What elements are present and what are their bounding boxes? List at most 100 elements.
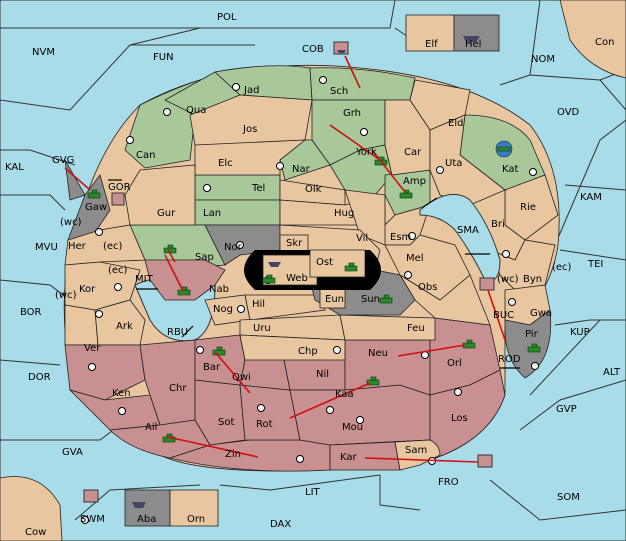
label-sot: Sot	[218, 417, 234, 428]
label-kaa: Kaa	[335, 389, 354, 400]
label-pir: Pir	[525, 329, 539, 340]
sea-borders	[0, 0, 626, 521]
label-wc-2: (wc)	[55, 290, 77, 301]
label-sam: Sam	[405, 445, 427, 456]
province-ver[interactable]	[64, 344, 146, 401]
province-gur[interactable]	[124, 164, 196, 226]
label-hel: Hel	[465, 39, 481, 50]
label-mit: MIT	[135, 274, 154, 285]
label-cob: COB	[302, 44, 324, 55]
province-cow[interactable]	[0, 476, 63, 541]
label-uta: Uta	[445, 158, 462, 169]
label-amp: Amp	[403, 176, 426, 187]
label-gva: GVA	[62, 447, 83, 458]
label-jad: Jad	[243, 85, 259, 96]
label-esm: Esm	[390, 232, 411, 243]
province-elf[interactable]	[405, 14, 455, 52]
label-wc-1: (wc)	[60, 217, 82, 228]
tank-icon	[495, 140, 513, 158]
supply-centers	[81, 76, 539, 524]
label-kat: Kat	[502, 164, 519, 175]
province-ark[interactable]	[94, 299, 146, 346]
label-gwa: Gwa	[530, 308, 552, 319]
label-con: Con	[595, 37, 614, 48]
label-eld: Eld	[448, 118, 463, 129]
province-ver-top[interactable]	[64, 304, 99, 346]
label-kor: Kor	[79, 284, 96, 295]
label-ken: Ken	[112, 388, 131, 399]
label-dor: DOR	[28, 372, 51, 383]
province-feu[interactable]	[339, 314, 436, 341]
label-qua: Qua	[186, 105, 206, 116]
label-rbu: RBU	[167, 327, 188, 338]
label-nab: Nab	[209, 284, 229, 295]
tank-icon	[527, 343, 541, 353]
label-tei: TEI	[587, 259, 603, 270]
label-eun: Eun	[325, 294, 344, 305]
label-kar: Kar	[340, 452, 358, 463]
ship-icon	[83, 489, 99, 503]
label-gor: GOR	[108, 182, 131, 193]
label-ec-1: (ec)	[103, 241, 123, 252]
province-byn[interactable]	[489, 239, 556, 291]
ship-icon	[479, 277, 495, 291]
label-sun: Sun	[361, 294, 380, 305]
label-gaw: Gaw	[85, 202, 107, 213]
label-gvg: GVG	[52, 155, 74, 166]
province-nab[interactable]	[144, 259, 226, 301]
label-nvm: NVM	[32, 47, 55, 58]
tank-icon	[212, 346, 226, 356]
label-feu: Feu	[407, 323, 425, 334]
label-sch: Sch	[330, 86, 348, 97]
label-cow: Cow	[25, 527, 46, 538]
label-hil: Hil	[252, 299, 265, 310]
label-nar: Nar	[292, 164, 311, 175]
province-hel[interactable]	[453, 14, 500, 52]
label-york: York	[355, 147, 377, 158]
label-gvp: GVP	[556, 404, 577, 415]
province-pir[interactable]	[504, 309, 552, 379]
province-ost[interactable]	[309, 249, 366, 278]
label-neu: Neu	[368, 348, 388, 359]
sea-sma	[419, 193, 501, 282]
province-chp[interactable]	[239, 334, 346, 361]
label-ovd: OVD	[557, 107, 580, 118]
ship-icon	[268, 262, 281, 267]
label-swm: SWM	[80, 514, 105, 525]
province-kaa[interactable]	[289, 384, 431, 446]
province-los[interactable]	[429, 369, 506, 461]
tank-icon	[366, 376, 380, 386]
label-nom: NOM	[531, 54, 555, 65]
province-hil[interactable]	[244, 294, 326, 321]
label-grh: Grh	[343, 108, 361, 119]
label-alt: ALT	[603, 367, 621, 378]
move-arrows	[64, 55, 506, 463]
label-vil: Vil	[356, 233, 368, 244]
label-obs: Obs	[418, 282, 437, 293]
label-aba: Aba	[137, 514, 156, 525]
label-bar: Bar	[203, 362, 221, 373]
label-can: Can	[136, 150, 155, 161]
label-orl: Orl	[447, 358, 462, 369]
label-olk: Olk	[305, 184, 322, 195]
label-car: Car	[404, 147, 422, 158]
label-wc-3: (wc)	[497, 274, 519, 285]
province-sam[interactable]	[394, 439, 441, 471]
label-lit: LIT	[305, 487, 321, 498]
label-kal: KAL	[5, 162, 24, 173]
fleets	[83, 36, 495, 508]
label-web: Web	[286, 273, 308, 284]
label-chp: Chp	[298, 346, 318, 357]
province-aba[interactable]	[124, 489, 171, 527]
label-kam: KAM	[580, 192, 602, 203]
province-gaw[interactable]	[67, 174, 111, 241]
label-nil: Nil	[316, 369, 329, 380]
label-chr: Chr	[169, 383, 187, 394]
ship-icon	[477, 454, 493, 468]
label-mou: Mou	[342, 422, 363, 433]
province-orn[interactable]	[169, 489, 219, 527]
label-zin: Zin	[225, 449, 241, 460]
label-her: Her	[68, 241, 87, 252]
ship-icon	[463, 36, 480, 42]
